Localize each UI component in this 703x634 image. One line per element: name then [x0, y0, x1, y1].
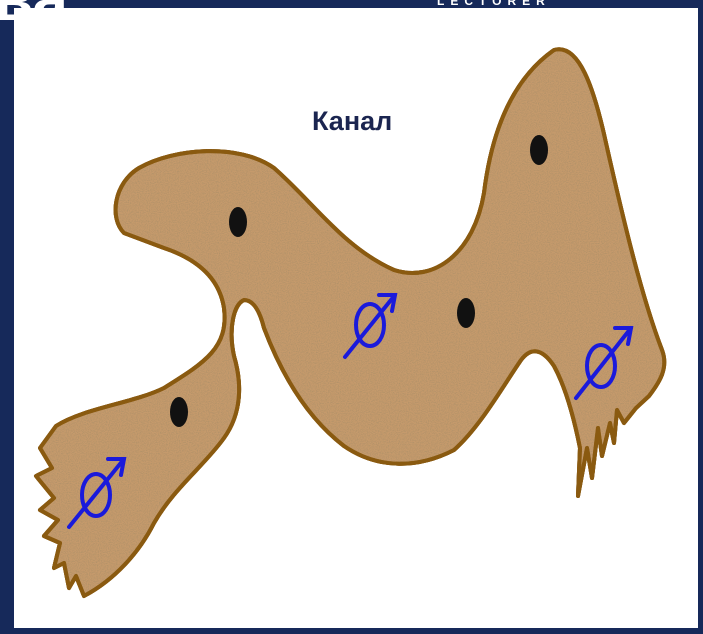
slide-canvas: Канал — [14, 8, 698, 628]
diagram-title: Канал — [312, 106, 392, 137]
channel-diagram — [14, 8, 698, 628]
particle-dot — [229, 207, 247, 237]
particle-dot — [530, 135, 548, 165]
particle-dot — [457, 298, 475, 328]
brand-label: LECTORER — [437, 0, 551, 8]
particle-dot — [170, 397, 188, 427]
